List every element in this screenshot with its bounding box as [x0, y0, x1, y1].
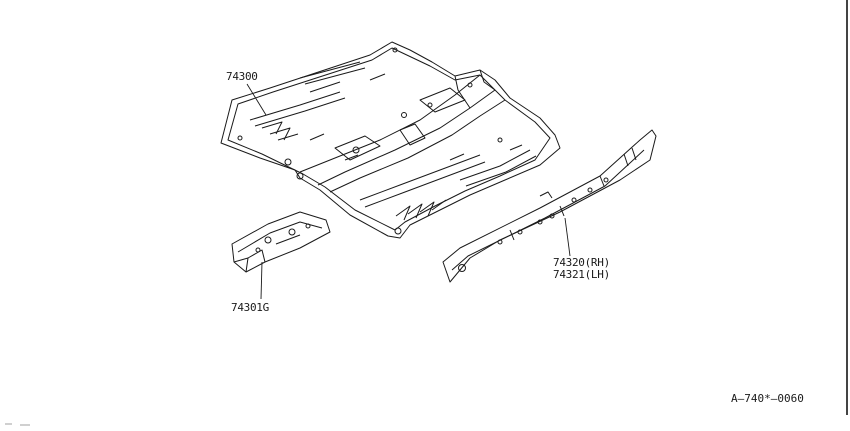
main-floor-panel — [220, 41, 561, 239]
scan-specks — [5, 423, 30, 426]
floor-bracket-part — [231, 211, 331, 273]
leader-74320 — [564, 217, 571, 257]
side-member-part — [442, 129, 657, 283]
part-number-label-74301g: 74301G — [231, 301, 269, 314]
part-number-label-74321-lh: 74321(LH) — [553, 268, 610, 281]
frame-border-right — [846, 0, 848, 415]
part-number-label-74320-rh: 74320(RH) — [553, 256, 610, 269]
leader-lines — [246, 83, 571, 300]
leader-74300 — [246, 83, 267, 116]
leader-74301g — [260, 261, 263, 300]
part-number-label-74300: 74300 — [226, 70, 258, 83]
diagram-reference-code: A–740*–0060 — [731, 392, 804, 405]
